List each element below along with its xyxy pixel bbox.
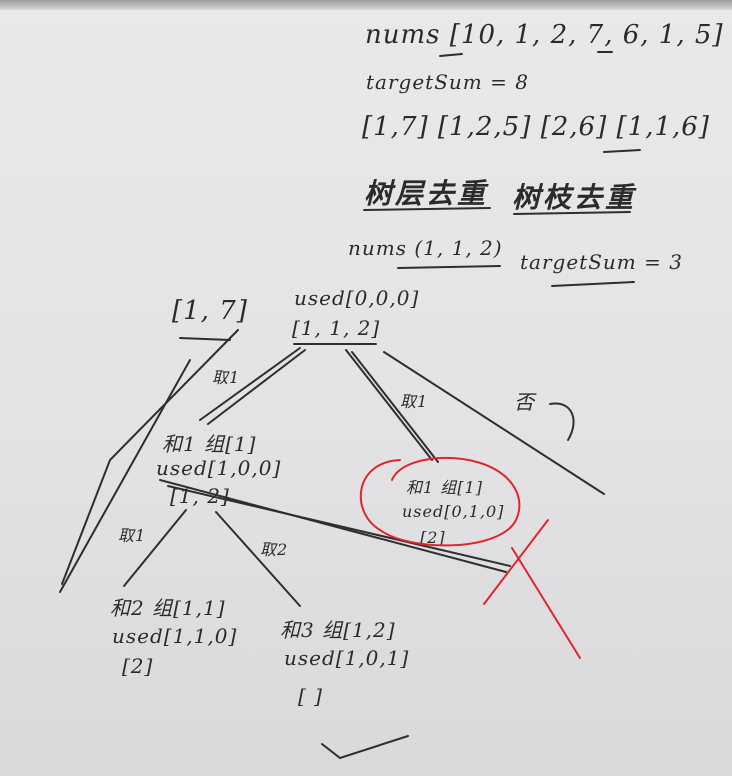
underline-tree-branch [513,211,631,215]
left-node-title: 和1 组[1] [162,432,257,456]
red-circle [359,456,521,547]
leaf1-title: 和2 组[1,1] [110,596,226,620]
target-small-line: targetSum = 3 [520,250,683,274]
tree-level-dedup: 树层去重 [364,177,489,210]
underline-target-small [551,281,635,287]
right-node-used: used[0,1,0] [402,502,505,521]
nums-small-line: nums (1, 1, 2) [348,236,503,260]
edge-take-right-label: 取1 [400,392,429,411]
level-strike-1 [159,479,507,573]
tree-branch-dedup: 树枝去重 [512,181,637,214]
edge-take1-lower-label: 取1 [118,526,147,545]
whiteboard-frame [0,0,732,10]
edge-take1-label: 取1 [212,368,241,387]
edge-root-far-right [383,351,605,495]
edge-root-right-double [351,351,439,463]
edge-no-label: 否 [514,390,535,414]
checkmark-stroke [321,735,409,760]
root-used: used[0,0,0] [294,286,420,310]
left-node-used: used[1,0,0] [156,456,282,480]
red-cross-a [483,519,549,605]
cross-stroke-left [61,329,239,585]
edge-take2-label: 取2 [260,540,289,559]
underline-nums-1 [439,53,463,57]
target-sum-line: targetSum = 8 [366,70,529,94]
leaf2-set: [ ] [298,684,323,708]
leaf1-used: used[1,1,0] [112,624,238,648]
leaf2-used: used[1,0,1] [284,646,410,670]
edge-left-leaf2 [215,511,301,607]
leaf2-title: 和3 组[1,2] [280,618,396,642]
red-cross-b [511,547,581,659]
leaf1-set: [2] [122,654,154,678]
underline-results [603,149,641,153]
cross-stroke-left-2 [59,359,191,593]
level-strike-2 [167,485,511,567]
hook-stroke [549,402,575,441]
underline-side-result [179,337,231,341]
edge-root-right [345,349,433,461]
side-result: [1, 7] [172,296,248,326]
results-line: [1,7] [1,2,5] [2,6] [1,1,6] [362,112,710,142]
root-set: [1, 1, 2] [292,316,381,340]
edge-left-leaf1 [123,509,187,587]
edge-root-left-double [207,349,306,425]
underline-nums-small [397,265,501,269]
edge-root-left [199,347,301,421]
right-node-title: 和1 组[1] [406,478,483,497]
underline-tree-level [363,207,491,211]
nums-line: nums [10, 1, 2, 7, 6, 1, 5] [365,20,724,50]
right-node-set: [2] [420,528,446,547]
